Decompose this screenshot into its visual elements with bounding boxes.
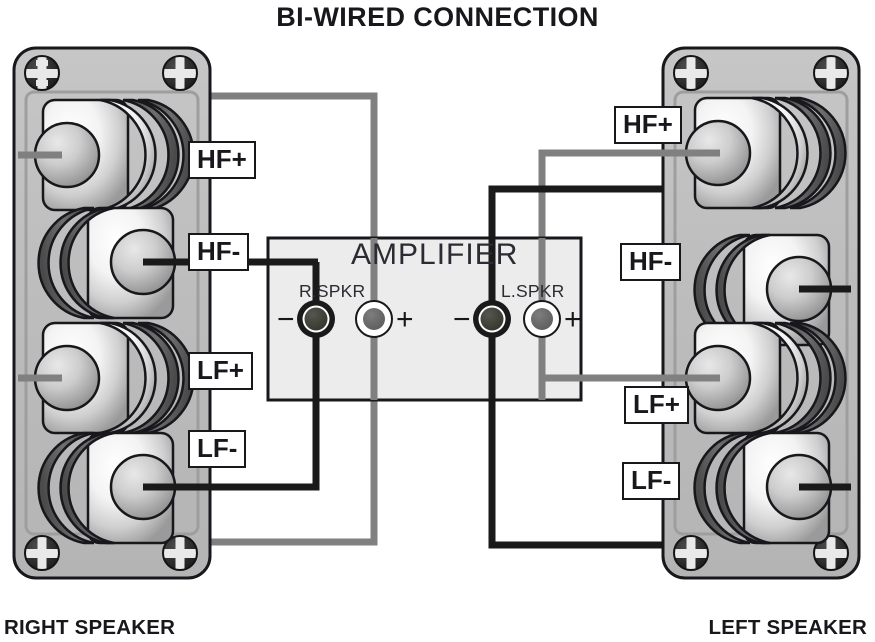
amp-terminal-left-minus[interactable]: [473, 300, 511, 338]
terminal-label-right-hf-minus: HF-: [188, 233, 250, 271]
amp-channel-label-right: R.SPKR: [299, 281, 366, 301]
terminal-label-left-lf-plus: LF+: [624, 386, 689, 424]
panel-screw: [673, 535, 709, 571]
amplifier-title: AMPLIFIER: [351, 238, 519, 271]
binding-post-left-hf-plus[interactable]: [684, 96, 847, 210]
amp-plus-sign-left: +: [564, 303, 582, 336]
panel-screw: [813, 535, 849, 571]
amp-minus-sign-right: −: [277, 303, 295, 336]
amp-terminal-left-plus[interactable]: [523, 300, 561, 338]
terminal-label-left-lf-minus: LF-: [622, 462, 681, 500]
amp-channel-label-left: L.SPKR: [501, 281, 565, 301]
speaker-panel-right: [12, 46, 212, 580]
terminal-label-right-lf-minus: LF-: [188, 430, 247, 468]
binding-post-left-lf-minus[interactable]: [693, 431, 833, 545]
panel-screw: [24, 55, 60, 91]
panel-screw: [162, 535, 198, 571]
amp-minus-sign-left: −: [453, 303, 471, 336]
panel-screw: [673, 55, 709, 91]
panel-screw: [162, 55, 198, 91]
terminal-label-left-hf-minus: HF-: [620, 243, 682, 281]
terminal-label-left-hf-plus: HF+: [614, 106, 682, 144]
left-speaker-caption: LEFT SPEAKER: [708, 616, 867, 639]
amp-plus-sign-right: +: [396, 303, 414, 336]
right-speaker-caption: RIGHT SPEAKER: [4, 616, 176, 639]
terminal-label-right-lf-plus: LF+: [188, 352, 253, 390]
amp-terminal-right-plus[interactable]: [355, 300, 393, 338]
amp-terminal-right-minus[interactable]: [297, 300, 335, 338]
panel-screw: [813, 55, 849, 91]
wire-terminal-stubs: [18, 149, 851, 491]
terminal-label-right-hf-plus: HF+: [188, 141, 256, 179]
speaker-panel-left: [661, 46, 861, 580]
page-title: BI-WIRED CONNECTION: [276, 2, 599, 32]
binding-post-right-hf-plus[interactable]: [33, 98, 195, 212]
panel-screw: [24, 535, 60, 571]
binding-post-right-lf-plus[interactable]: [33, 321, 195, 435]
